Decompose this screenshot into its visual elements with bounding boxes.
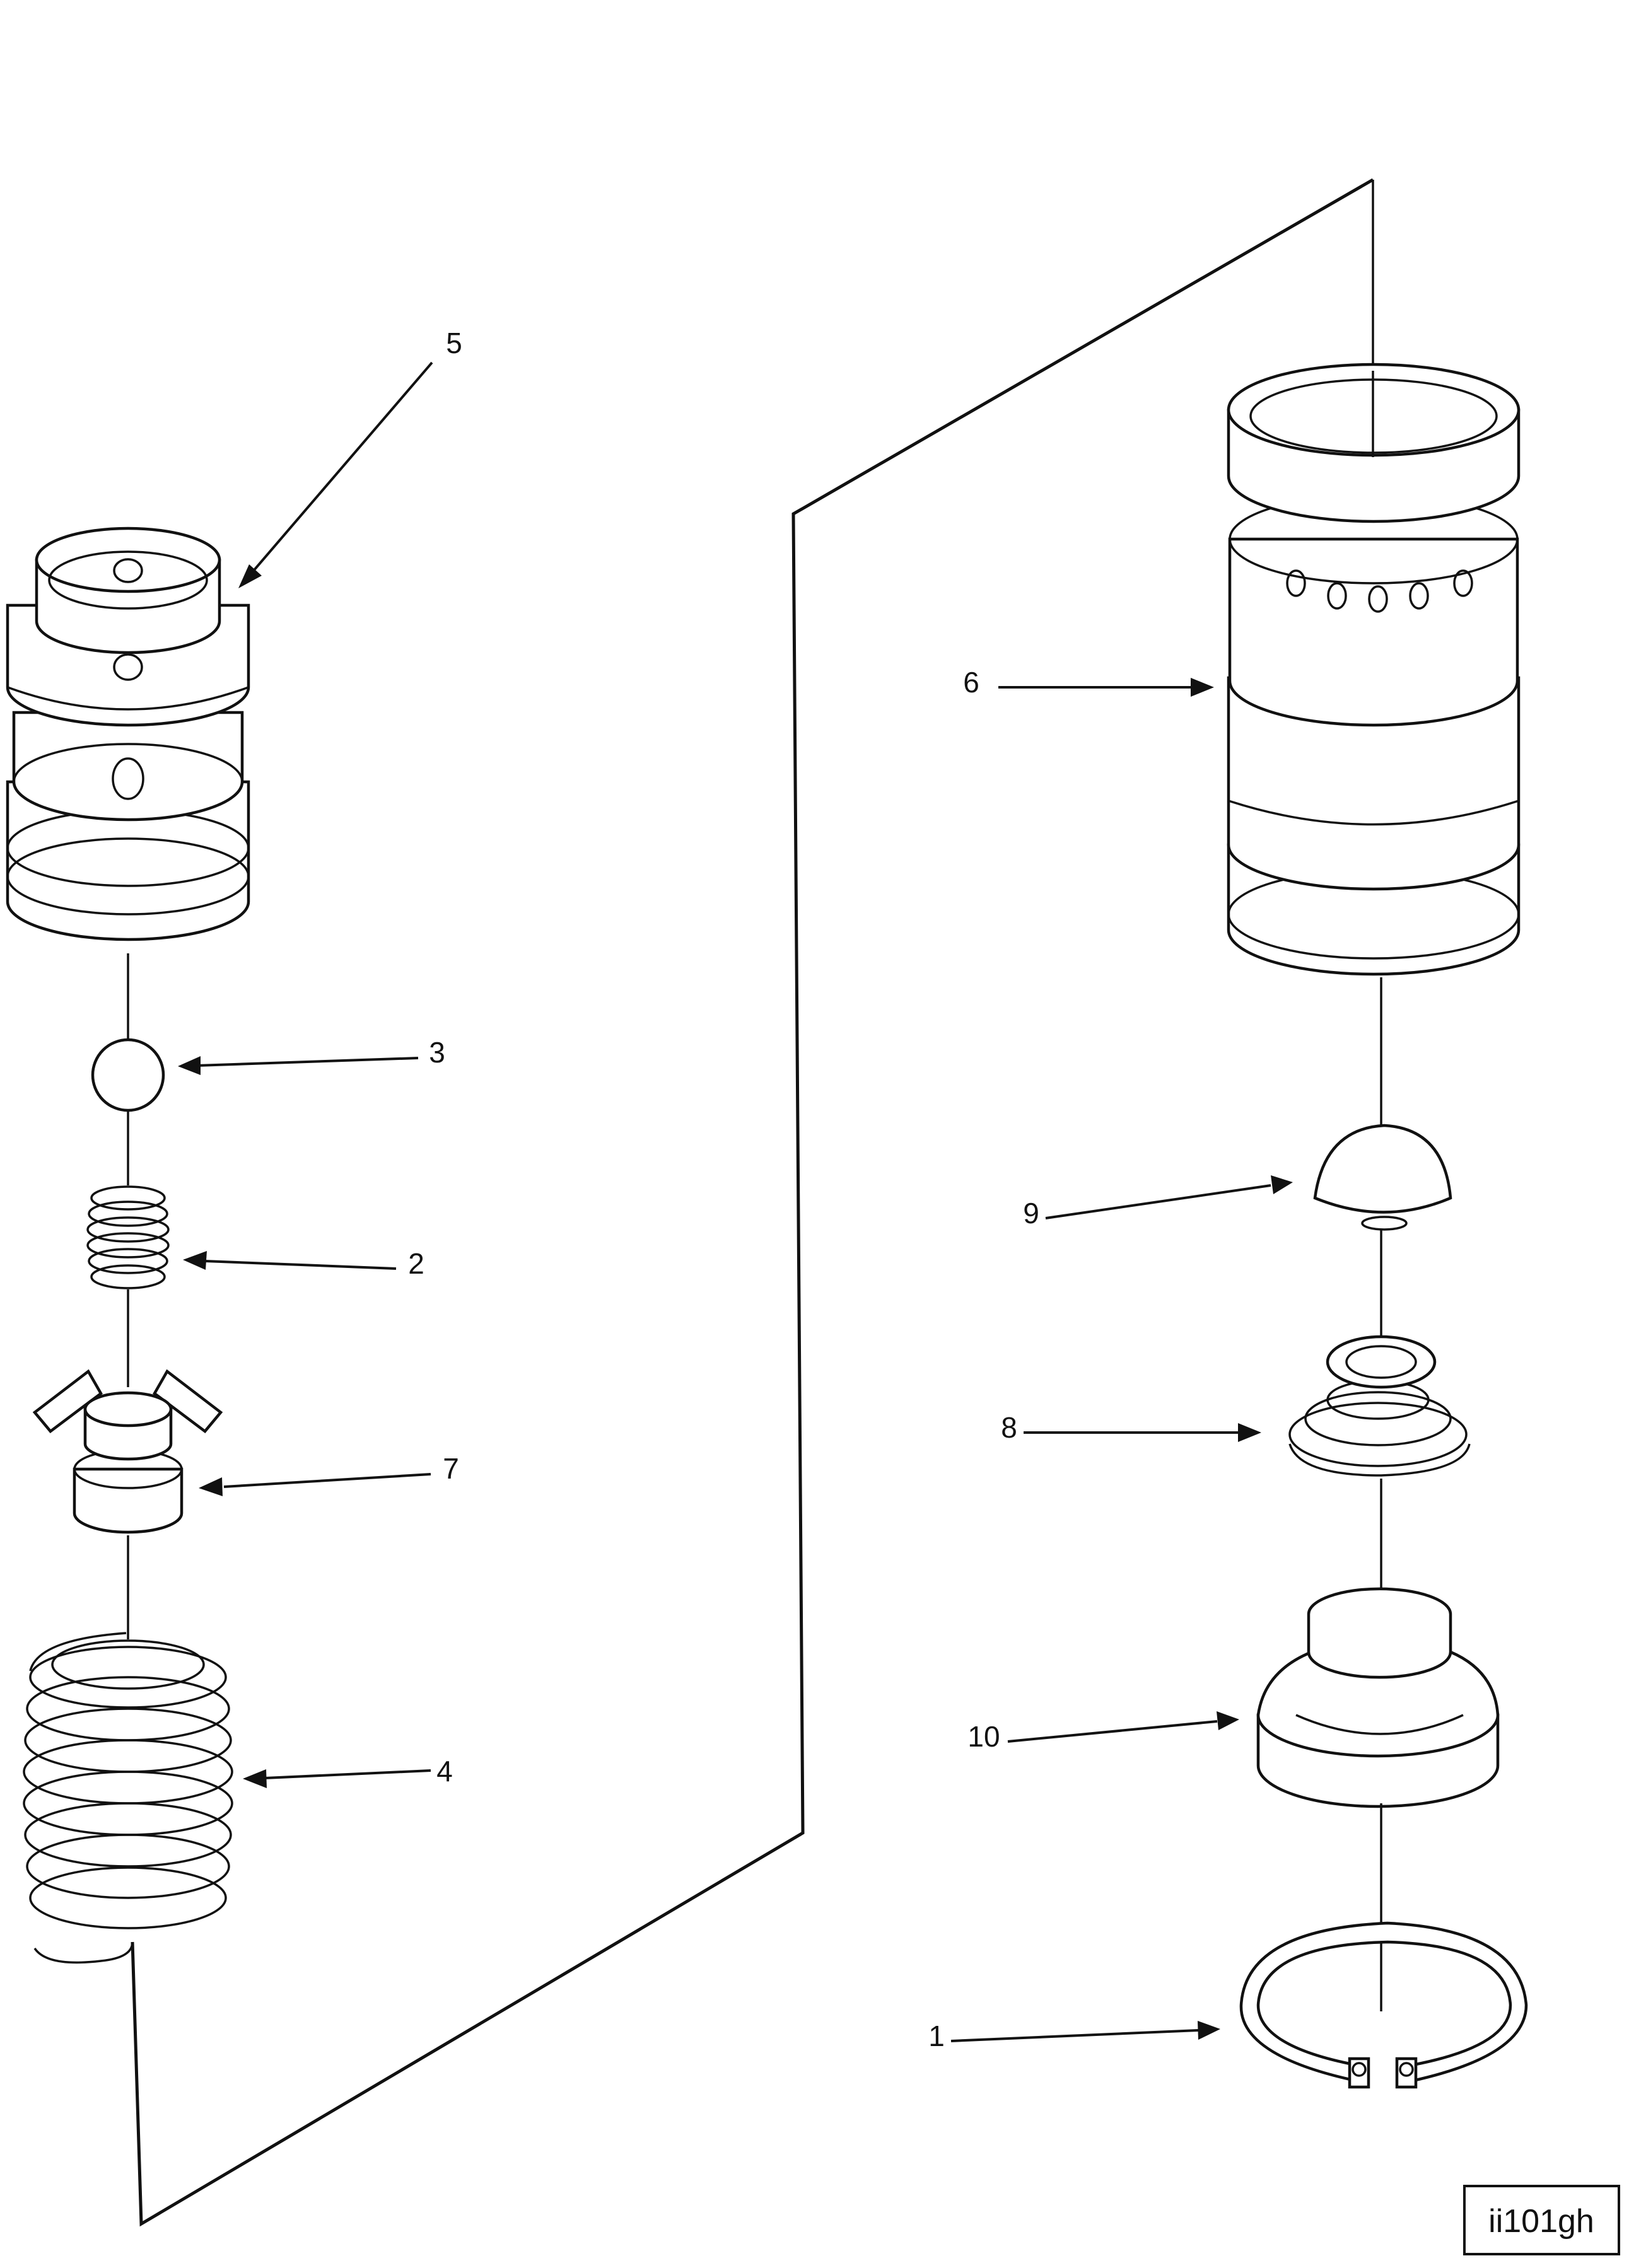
callout-9: 9 (1023, 1175, 1293, 1230)
part-9-dome-seat (1313, 1124, 1452, 1337)
callout-4: 4 (243, 1755, 453, 1788)
callout-7-label: 7 (443, 1452, 459, 1485)
callout-2: 2 (183, 1247, 424, 1280)
callout-6-label: 6 (963, 666, 979, 699)
part-6-cylinder-body (1227, 180, 1521, 1129)
part-1-retaining-ring (1239, 1921, 1528, 2089)
callout-1-label: 1 (928, 2020, 945, 2052)
part-2-small-spring (86, 1185, 170, 1387)
part-10-piston (1256, 1587, 1500, 2011)
callout-7: 7 (199, 1452, 459, 1496)
part-5-valve-body (6, 526, 250, 1059)
callout-8-label: 8 (1001, 1411, 1017, 1444)
assembly-frame (131, 178, 1374, 2227)
callout-9-label: 9 (1023, 1197, 1039, 1230)
part-3-ball (91, 1038, 165, 1185)
callout-6: 6 (963, 666, 1214, 699)
callout-10-label: 10 (967, 1720, 1000, 1753)
callout-5: 5 (238, 327, 462, 588)
callout-4-label: 4 (436, 1755, 453, 1788)
part-8-washer-set (1288, 1335, 1471, 1608)
callout-5-label: 5 (446, 327, 462, 359)
part-4-large-spring (23, 1632, 233, 1964)
callout-3-label: 3 (429, 1036, 445, 1069)
figure-id-box: ii101gh (1463, 2185, 1620, 2255)
callout-8: 8 (1001, 1411, 1261, 1444)
callout-3: 3 (178, 1036, 445, 1075)
callout-10: 10 (967, 1711, 1239, 1753)
callout-1: 1 (928, 2020, 1220, 2052)
figure-id: ii101gh (1488, 2203, 1594, 2240)
callout-2-label: 2 (408, 1247, 424, 1280)
part-7-retainer (32, 1369, 223, 1639)
